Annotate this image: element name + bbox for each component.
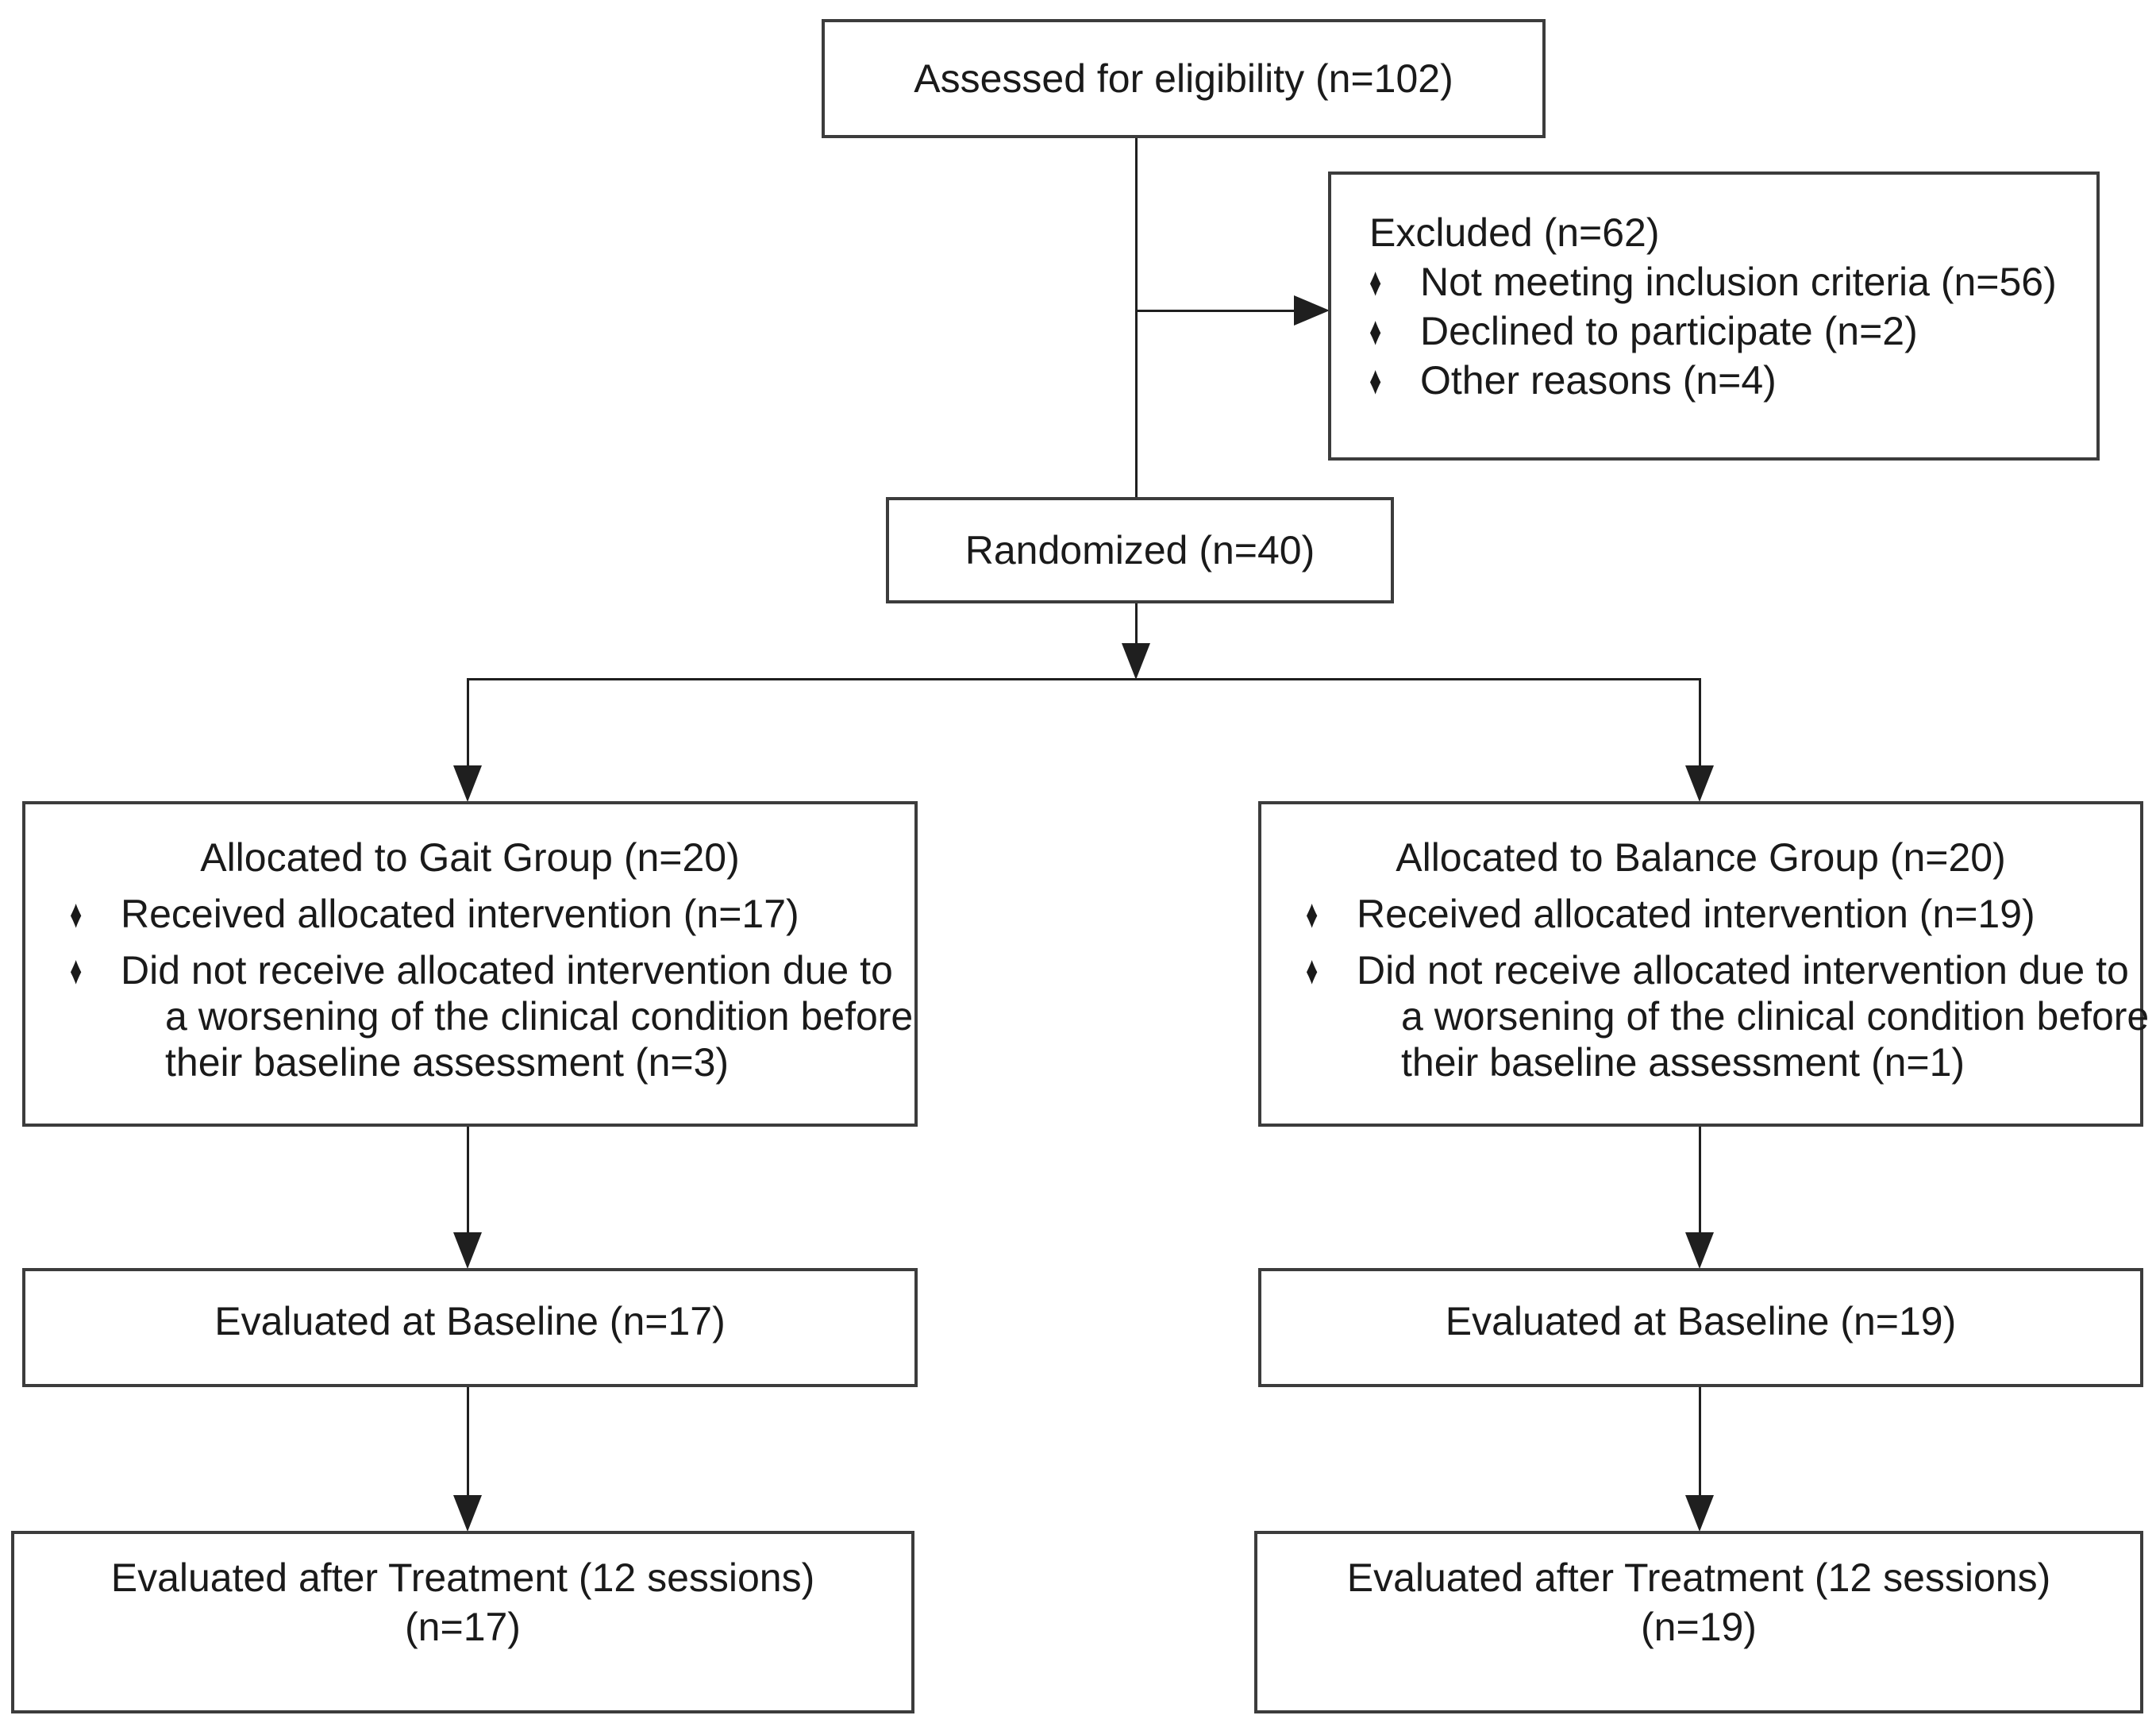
balance-after-treatment-line1: Evaluated after Treatment (12 sessions) xyxy=(1346,1555,2051,1600)
connector-balance-baseline-to-after xyxy=(1699,1386,1701,1497)
excluded-title: Excluded (n=62) xyxy=(1369,210,1660,255)
arrowhead-down-icon xyxy=(453,1495,482,1532)
gait-baseline-box: Evaluated at Baseline (n=17) xyxy=(22,1268,918,1387)
arrowhead-down-icon xyxy=(453,765,482,802)
gait-received-bullet: ♦ Received allocated intervention (n=17) xyxy=(70,891,899,937)
balance-not-received-line: Did not receive allocated intervention d… xyxy=(1357,948,2129,993)
randomized-label: Randomized (n=40) xyxy=(964,528,1315,572)
connector-assessed-to-randomized xyxy=(1135,137,1138,499)
randomized-box: Randomized (n=40) xyxy=(886,497,1394,603)
connector-balance-to-baseline xyxy=(1699,1127,1701,1235)
connector-randomized-to-split xyxy=(1135,603,1138,646)
excluded-bullet: ♦ Other reasons (n=4) xyxy=(1369,357,2081,403)
balance-not-received-line: their baseline assessment (n=1) xyxy=(1401,1040,1965,1085)
assessed-box: Assessed for eligibility (n=102) xyxy=(822,19,1546,138)
balance-received-label: Received allocated intervention (n=19) xyxy=(1357,892,2035,936)
arrowhead-down-icon xyxy=(453,1232,482,1269)
gait-after-treatment-line1: Evaluated after Treatment (12 sessions) xyxy=(110,1555,815,1600)
connector-split-to-gait xyxy=(467,678,469,767)
gait-not-received-line: a worsening of the clinical condition be… xyxy=(165,994,914,1039)
assessed-label: Assessed for eligibility (n=102) xyxy=(914,56,1453,101)
gait-baseline-label: Evaluated at Baseline (n=17) xyxy=(214,1299,726,1343)
diamond-bullet-icon: ♦ xyxy=(1369,309,1382,353)
diamond-bullet-icon: ♦ xyxy=(70,892,83,936)
balance-after-treatment-box: Evaluated after Treatment (12 sessions) … xyxy=(1254,1531,2143,1713)
gait-not-received-bullet: ♦ Did not receive allocated intervention… xyxy=(70,947,913,1085)
arrowhead-down-icon xyxy=(1685,765,1714,802)
gait-not-received-line: their baseline assessment (n=3) xyxy=(165,1040,730,1085)
arrowhead-right-icon xyxy=(1294,295,1330,326)
split-line xyxy=(467,678,1700,680)
connector-split-to-balance xyxy=(1699,678,1701,767)
connector-gait-to-baseline xyxy=(467,1127,469,1235)
balance-not-received-bullet: ♦ Did not receive allocated intervention… xyxy=(1306,947,2149,1085)
excluded-bullet-label: Declined to participate (n=2) xyxy=(1420,309,1918,353)
gait-received-label: Received allocated intervention (n=17) xyxy=(121,892,799,936)
gait-not-received-line: Did not receive allocated intervention d… xyxy=(121,948,893,993)
arrowhead-down-icon xyxy=(1685,1495,1714,1532)
arrowhead-down-icon xyxy=(1122,643,1150,680)
diamond-bullet-icon: ♦ xyxy=(1306,892,1319,936)
balance-allocation-title: Allocated to Balance Group (n=20) xyxy=(1396,835,2006,880)
balance-allocation-box: Allocated to Balance Group (n=20) ♦ Rece… xyxy=(1258,801,2149,1127)
excluded-bullet-label: Other reasons (n=4) xyxy=(1420,358,1777,403)
excluded-bullet: ♦ Not meeting inclusion criteria (n=56) xyxy=(1369,259,2081,305)
balance-baseline-label: Evaluated at Baseline (n=19) xyxy=(1445,1299,1957,1343)
balance-after-treatment-line2: (n=19) xyxy=(1641,1605,1757,1649)
gait-allocation-box: Allocated to Gait Group (n=20) ♦ Receive… xyxy=(22,801,918,1127)
connector-to-excluded xyxy=(1135,310,1296,312)
gait-allocation-title: Allocated to Gait Group (n=20) xyxy=(200,835,740,880)
diamond-bullet-icon: ♦ xyxy=(1369,260,1382,304)
balance-baseline-box: Evaluated at Baseline (n=19) xyxy=(1258,1268,2143,1387)
gait-after-treatment-box: Evaluated after Treatment (12 sessions) … xyxy=(11,1531,914,1713)
excluded-bullet: ♦ Declined to participate (n=2) xyxy=(1369,308,2081,354)
excluded-box: Excluded (n=62) ♦ Not meeting inclusion … xyxy=(1328,172,2100,461)
excluded-bullet-label: Not meeting inclusion criteria (n=56) xyxy=(1420,260,2057,304)
diamond-bullet-icon: ♦ xyxy=(1306,948,1319,993)
balance-received-bullet: ♦ Received allocated intervention (n=19) xyxy=(1306,891,2124,937)
gait-after-treatment-line2: (n=17) xyxy=(405,1605,521,1649)
connector-gait-baseline-to-after xyxy=(467,1386,469,1497)
arrowhead-down-icon xyxy=(1685,1232,1714,1269)
balance-not-received-line: a worsening of the clinical condition be… xyxy=(1401,994,2150,1039)
diamond-bullet-icon: ♦ xyxy=(1369,358,1382,403)
diamond-bullet-icon: ♦ xyxy=(70,948,83,993)
